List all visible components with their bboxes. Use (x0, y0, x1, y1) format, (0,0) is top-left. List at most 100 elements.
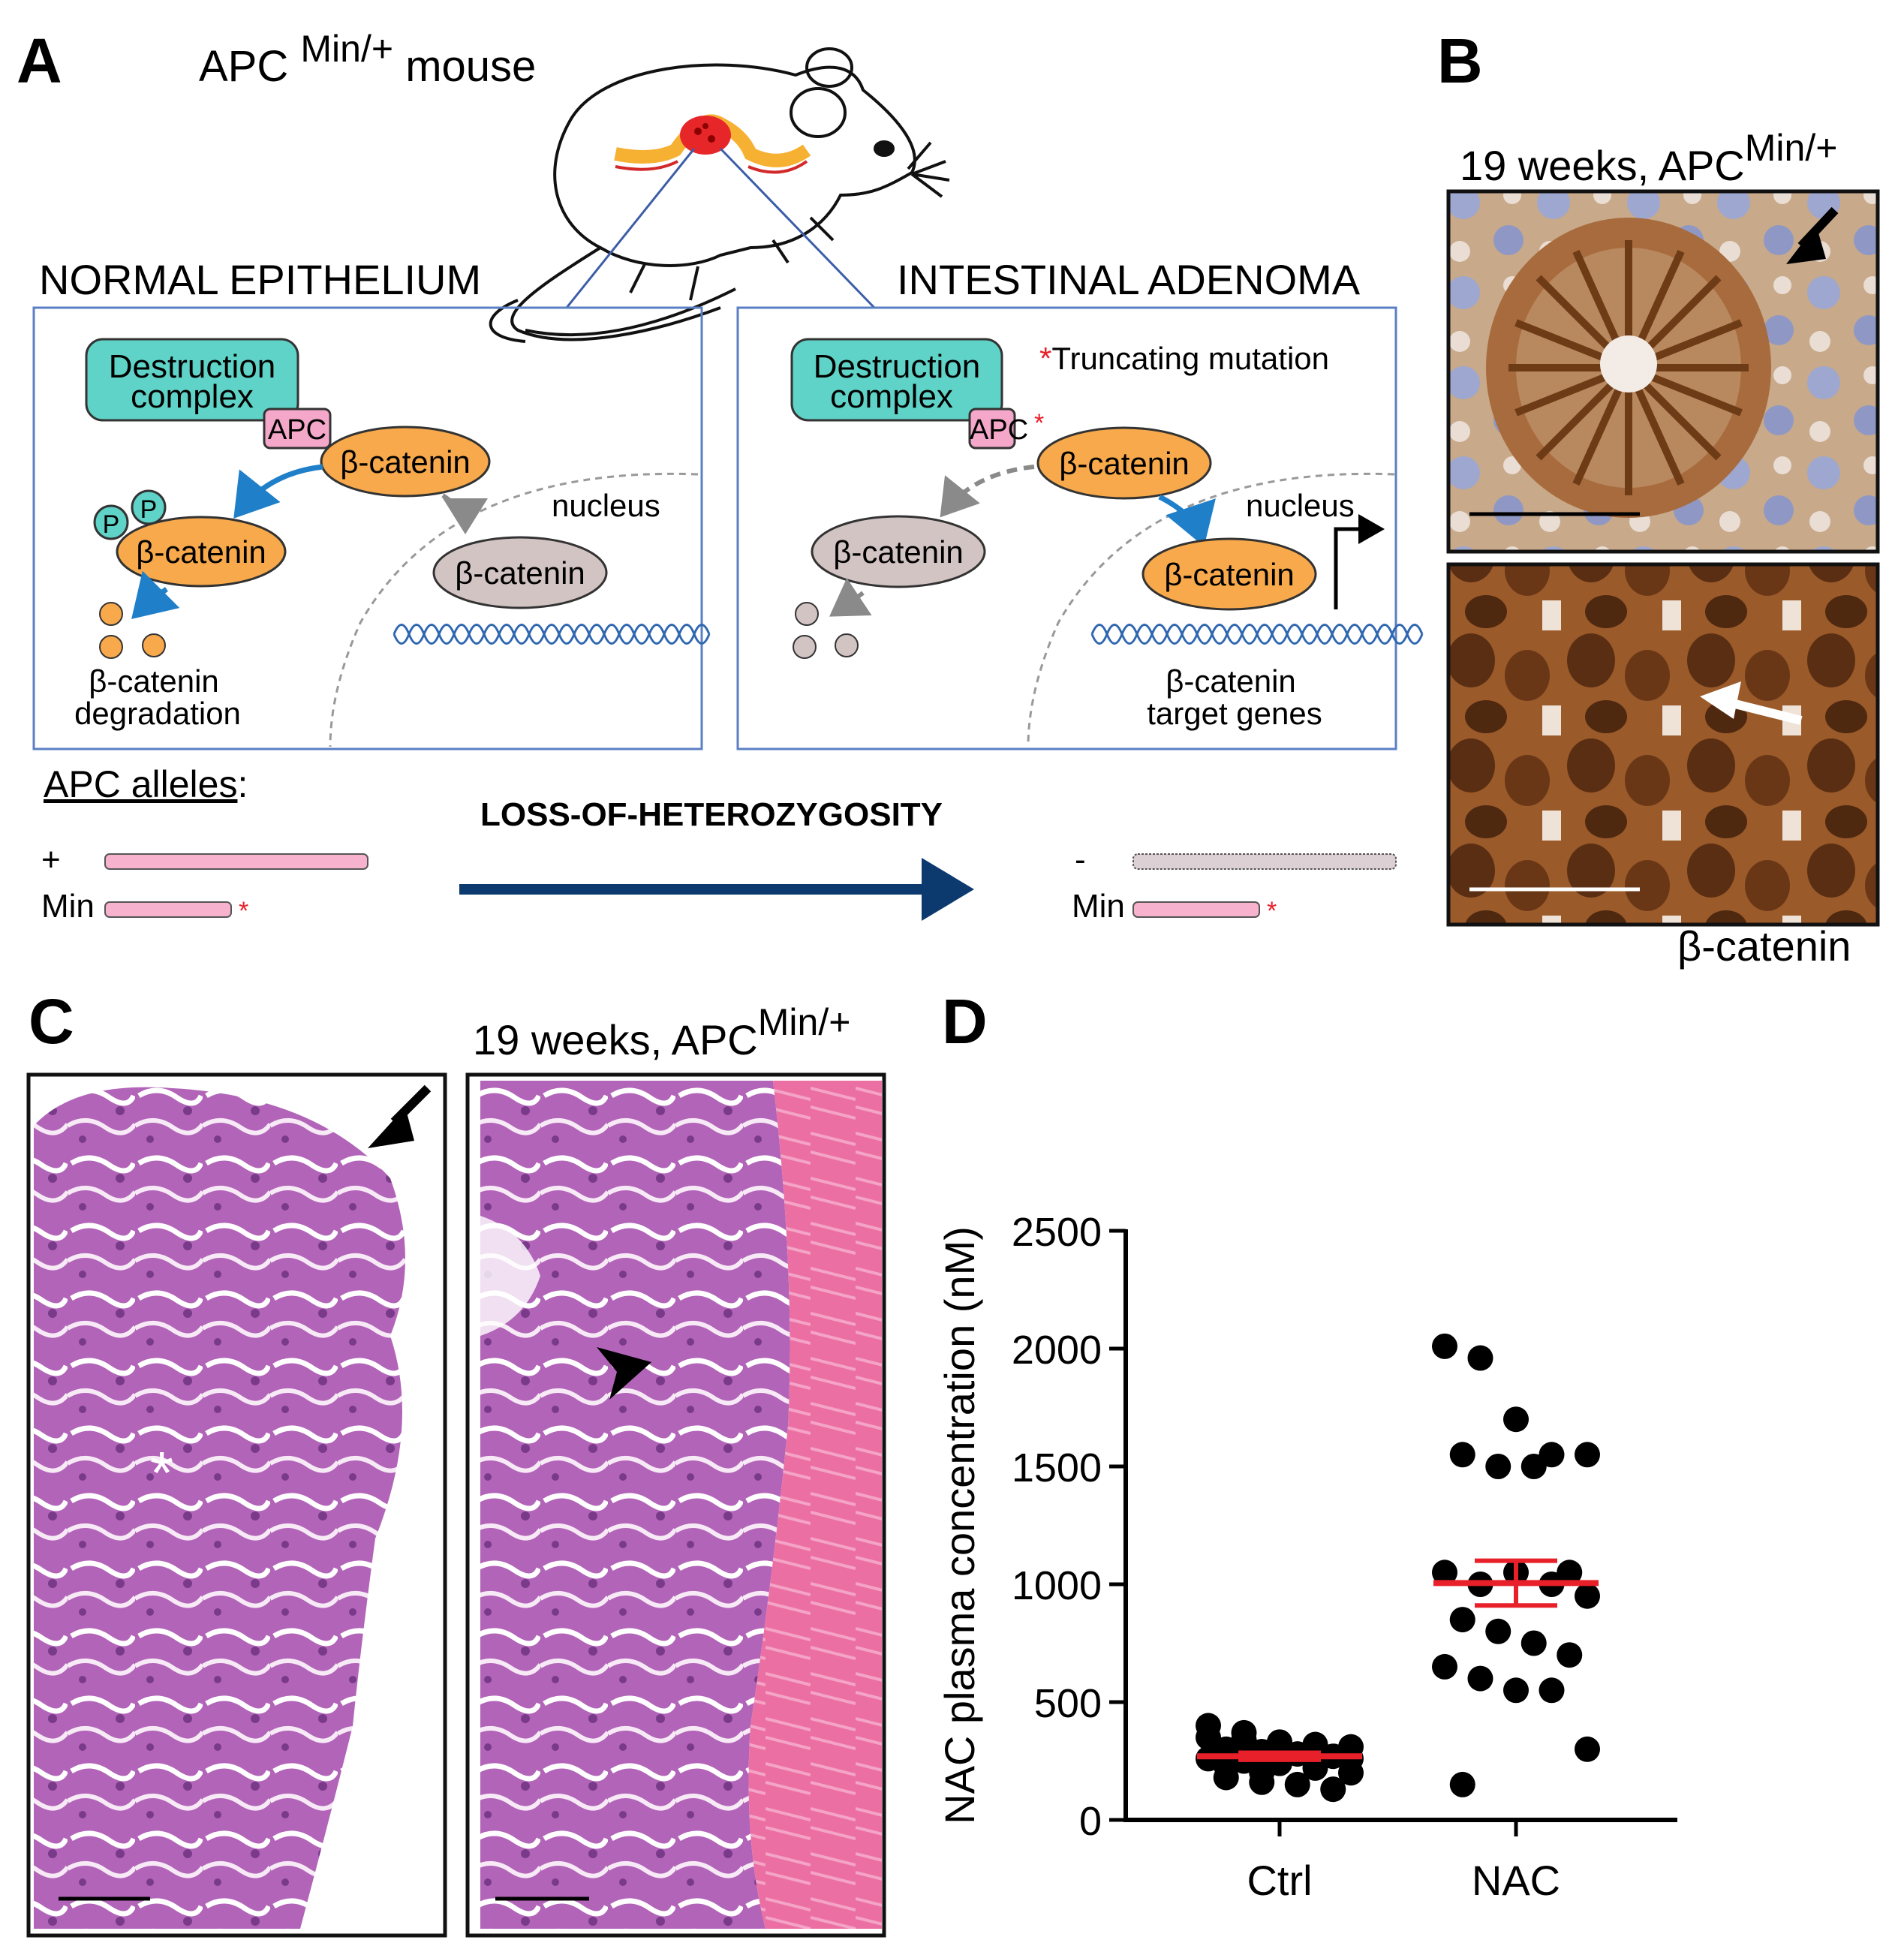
phospho-circle-1 (93, 504, 129, 540)
intestine-tumor-illustration (614, 114, 811, 174)
translocation-arrow-normal (441, 493, 488, 534)
panel-label-d: D (942, 986, 988, 1057)
beta-catenin-cyto-adenoma (811, 515, 986, 588)
destruction-complex-adenoma-line1: Destruction (814, 348, 981, 385)
panel-a: A APC Min/+ mouse NORMA (17, 23, 1424, 925)
beta-catenin-cyto-adenoma-label: β-catenin (833, 534, 964, 570)
phosphorylation-arrow (233, 464, 323, 519)
nucleus-label-normal: nucleus (552, 488, 660, 523)
mouse-label-sup: Min/+ (300, 28, 393, 70)
y-tick-label: 1500 (1012, 1445, 1102, 1490)
data-point-nac (1503, 1406, 1529, 1433)
projection-line-right (719, 147, 876, 309)
panel-c: C 19 weeks, APCMin/+ * (26, 986, 886, 1938)
y-tick-label: 500 (1034, 1681, 1102, 1726)
truncating-mutation-note: *Truncating mutation (1039, 341, 1329, 376)
destruction-complex-normal (85, 338, 299, 422)
beta-catenin-bound-normal-label: β-catenin (340, 444, 471, 480)
beta-catenin-nuclear-adenoma-label: β-catenin (1164, 557, 1295, 592)
minor-degradation-arrow (829, 578, 872, 617)
data-point-nac (1575, 1583, 1600, 1609)
lumen-asterisk: * (150, 1439, 173, 1506)
arrow-nuclear-staining (1725, 697, 1803, 725)
y-tick-label: 2000 (1012, 1328, 1102, 1373)
degraded-fragment-adenoma-1 (795, 602, 819, 626)
loh-label: LOSS-OF-HETEROZYGOSITY (480, 796, 943, 833)
data-point-nac (1539, 1677, 1565, 1704)
nucleus-label-adenoma: nucleus (1246, 488, 1355, 523)
dna-helix-normal (393, 624, 711, 645)
beta-catenin-phospho-normal-label: β-catenin (136, 534, 266, 570)
transcription-start-arrow (1334, 514, 1385, 609)
degraded-fragment-adenoma-3 (835, 633, 859, 657)
intestinal-adenoma-box: Destruction complex *Truncating mutation… (736, 306, 1424, 750)
panel-label-b: B (1437, 26, 1483, 96)
phospho-label-2: P (140, 495, 158, 524)
apc-box-adenoma (968, 408, 1016, 450)
data-point-nac (1557, 1642, 1583, 1668)
data-point-nac (1485, 1618, 1511, 1644)
data-point-ctrl (1213, 1752, 1239, 1779)
data-point-nac (1467, 1345, 1493, 1371)
phospho-label-1: P (103, 510, 120, 539)
allele-min-label-left: Min (41, 888, 95, 925)
mouse-label-tail: mouse (405, 42, 536, 91)
mouse-illustration (489, 47, 950, 343)
destruction-complex-adenoma-line2: complex (830, 378, 953, 415)
mouse-label: APC Min/+ mouse (199, 23, 536, 91)
mouse-label-main: APC (199, 42, 288, 91)
allele-min-bar-left (104, 901, 232, 918)
beta-catenin-nuclear-normal-label: β-catenin (455, 555, 585, 591)
data-point-nac (1432, 1333, 1457, 1359)
he-image-right (465, 1072, 886, 1938)
ihc-image-top (1446, 189, 1880, 554)
data-point-ctrl (1249, 1760, 1275, 1786)
truncating-star: * (1039, 341, 1051, 376)
data-point-nac (1503, 1677, 1529, 1704)
data-point-nac (1485, 1454, 1511, 1479)
stain-label: β-catenin (1677, 922, 1851, 970)
he-image-left: * (26, 1072, 447, 1938)
destruction-complex-normal-line2: complex (131, 378, 254, 415)
apc-alleles: APC alleles: LOSS-OF-HETEROZYGOSITY + Mi… (41, 763, 1397, 925)
x-tick-label: Ctrl (1247, 1857, 1312, 1904)
x-tick-label: NAC (1472, 1857, 1560, 1904)
ihc-image-bottom (1446, 562, 1880, 927)
data-point-nac (1449, 1607, 1475, 1633)
data-point-ctrl (1284, 1771, 1310, 1797)
allele-min-bar-right (1132, 901, 1260, 918)
target-genes-line2: target genes (1147, 696, 1322, 731)
data-point-nac (1432, 1560, 1457, 1586)
degraded-fragment-3 (142, 633, 166, 657)
panel-b-title: 19 weeks, APCMin/+ (1460, 127, 1837, 189)
degradation-label-line1: β-catenin (89, 663, 219, 699)
data-point-nac (1575, 1736, 1600, 1762)
apc-mutation-star: * (1034, 409, 1044, 438)
data-point-ctrl (1267, 1729, 1292, 1755)
panel-c-title-main: 19 weeks, APC (473, 1016, 758, 1063)
beta-catenin-nuclear-adenoma (1141, 537, 1317, 611)
apc-alleles-heading: APC alleles: (44, 763, 248, 805)
truncating-label: Truncating mutation (1051, 341, 1329, 376)
degraded-fragment-1 (99, 602, 123, 626)
allele-lost-bar (1132, 853, 1397, 870)
y-axis-label: NAC plasma concentration (nM) (936, 1226, 983, 1824)
apc-alleles-colon: : (237, 763, 248, 805)
beta-catenin-nuclear-normal (432, 536, 608, 609)
beta-catenin-free-adenoma (1036, 426, 1212, 500)
degradation-label-line2: degradation (74, 696, 241, 731)
allele-wildtype-bar (104, 853, 368, 870)
beta-catenin-free-adenoma-label: β-catenin (1059, 446, 1190, 481)
apc-alleles-label: APC alleles (44, 763, 237, 805)
translocation-arrow-adenoma (1158, 494, 1216, 547)
data-point-nac (1449, 1771, 1475, 1797)
blocked-degradation-arrow (940, 465, 1035, 518)
panel-b-title-sup: Min/+ (1745, 127, 1838, 169)
data-point-nac (1575, 1442, 1600, 1468)
nucleus-boundary-adenoma (1027, 472, 1395, 747)
beta-catenin-phospho-normal (116, 516, 287, 588)
beta-catenin-bound-normal (320, 426, 491, 498)
panel-b-title-main: 19 weeks, APC (1460, 142, 1745, 189)
